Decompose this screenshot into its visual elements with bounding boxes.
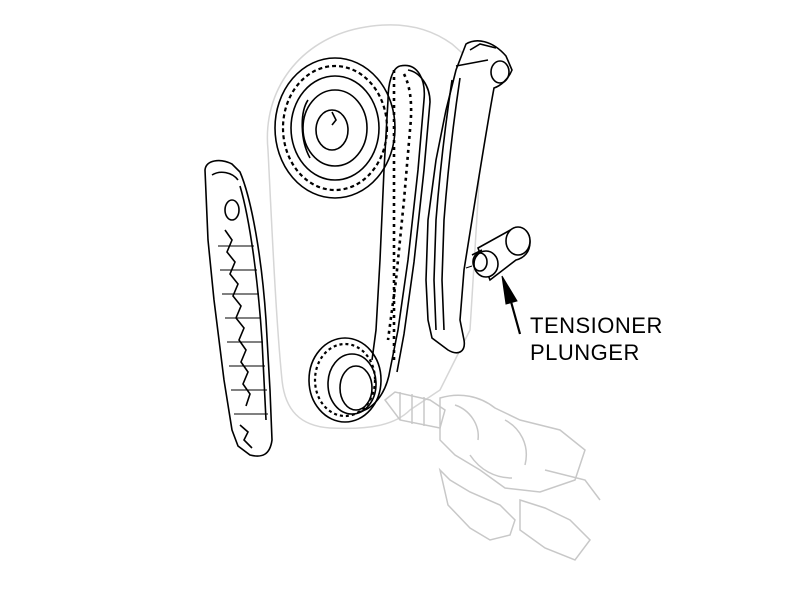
chain-guide-left bbox=[204, 159, 273, 457]
callout-arrow bbox=[501, 275, 522, 335]
engine-cover-outline bbox=[266, 24, 483, 430]
label-line-2: PLUNGER bbox=[530, 340, 640, 365]
label-line-1: TENSIONER bbox=[530, 313, 663, 338]
tensioner-guide-right bbox=[425, 40, 513, 354]
tensioner-plunger-label: TENSIONER PLUNGER bbox=[530, 312, 663, 366]
crankshaft bbox=[383, 391, 601, 561]
camshaft-sprocket bbox=[274, 57, 396, 199]
timing-chain bbox=[357, 64, 431, 413]
crankshaft-sprocket bbox=[308, 337, 382, 423]
tensioner-plunger bbox=[465, 226, 531, 282]
